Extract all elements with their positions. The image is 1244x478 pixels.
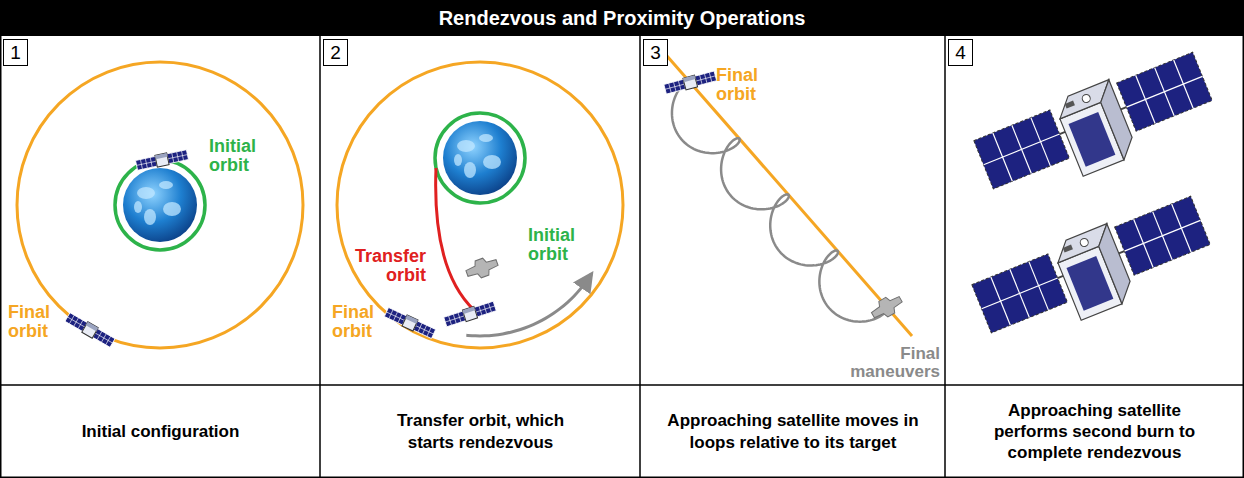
motion-arrow — [466, 274, 591, 335]
caption-cell: Initial configuration — [2, 387, 319, 476]
cubesat-figure — [970, 191, 1219, 354]
satellite-icon — [664, 70, 717, 95]
caption-cell: Approaching satellite performs second bu… — [947, 387, 1242, 476]
transfer-arc — [436, 168, 474, 310]
step-number-box: 1 — [3, 39, 28, 66]
title-text: Rendezvous and Proximity Operations — [439, 7, 806, 30]
target-spacecraft — [868, 291, 905, 323]
orbit-label: Final orbit — [332, 303, 382, 341]
earth — [443, 121, 517, 195]
target-spacecraft — [464, 254, 500, 282]
orbit-ring — [337, 62, 623, 348]
step-number: 1 — [10, 42, 21, 64]
step-number-box: 4 — [948, 39, 973, 66]
step-number-box: 2 — [323, 39, 348, 66]
orbit-ring — [17, 62, 303, 348]
satellite-icon — [64, 312, 115, 348]
orbit-label: Initial orbit — [209, 137, 271, 175]
relative-motion-loops — [672, 82, 887, 322]
satellite-icon — [443, 300, 496, 327]
step-number: 2 — [330, 42, 341, 64]
orbit-label: Initial orbit — [528, 226, 592, 264]
step-number: 3 — [650, 42, 661, 64]
orbit-label: Final maneuvers — [842, 345, 940, 381]
caption-text: Initial configuration — [82, 421, 240, 442]
title-bar: Rendezvous and Proximity Operations — [0, 0, 1244, 36]
step-number-box: 3 — [643, 39, 668, 66]
caption-text: Transfer orbit, which starts rendezvous — [373, 410, 588, 453]
orbit-ring — [435, 113, 525, 203]
caption-text: Approaching satellite performs second bu… — [985, 400, 1205, 464]
earth — [123, 168, 197, 242]
caption-cell: Approaching satellite moves in loops rel… — [642, 387, 944, 476]
satellite-icon — [384, 307, 436, 340]
orbit-label: Final orbit — [716, 66, 776, 104]
orbit-ring — [115, 160, 205, 250]
caption-text: Approaching satellite moves in loops rel… — [656, 410, 931, 453]
satellite-icon — [135, 149, 188, 172]
final-orbit-line — [660, 48, 912, 336]
caption-cell: Transfer orbit, which starts rendezvous — [322, 387, 639, 476]
cubesat-figure — [972, 47, 1221, 210]
step-number: 4 — [955, 42, 966, 64]
orbit-label: Final orbit — [8, 303, 62, 341]
orbit-label: Transfer orbit — [340, 247, 426, 285]
